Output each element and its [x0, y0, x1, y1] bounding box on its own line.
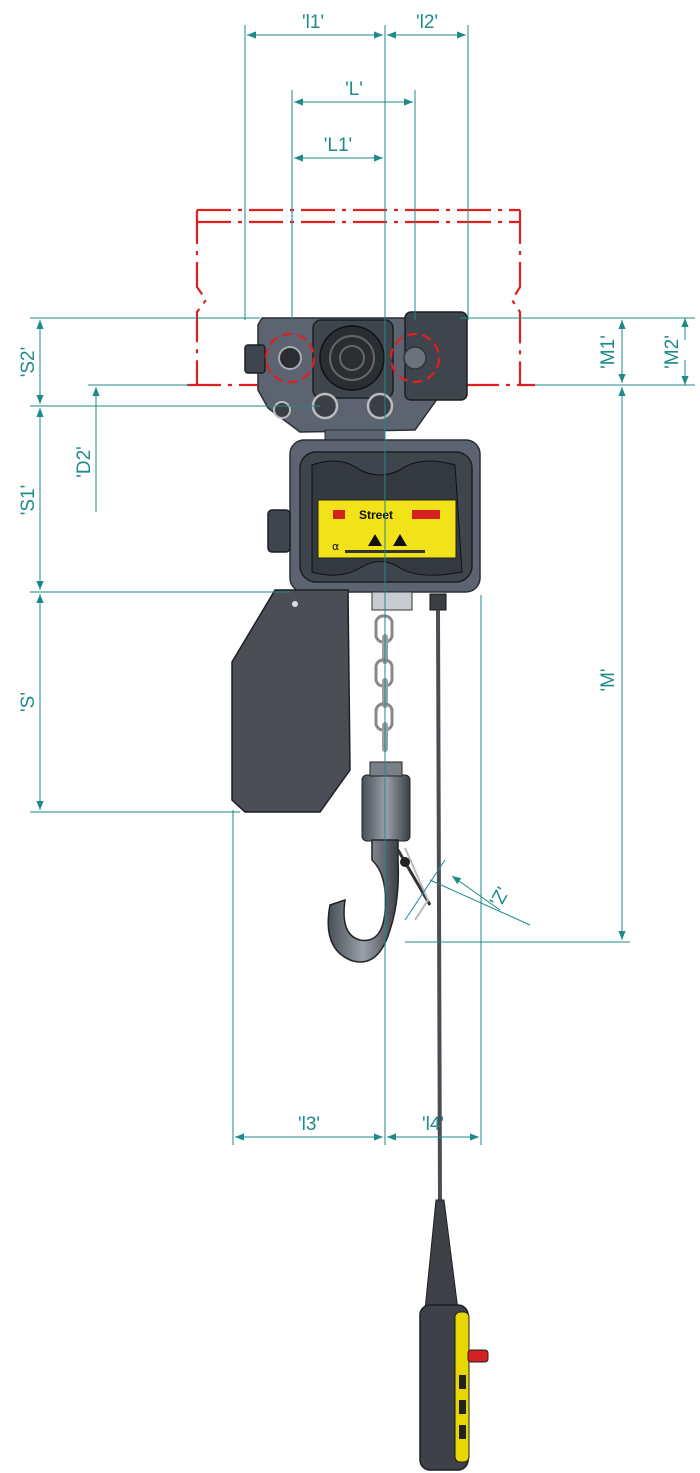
dim-l4: 'l4': [422, 1114, 444, 1135]
pendant-control: [419, 609, 489, 1471]
load-hook: [327, 761, 432, 963]
hoist-body: Street α: [267, 439, 481, 611]
dim-D2: 'D2': [74, 446, 95, 478]
dim-M2: 'M2': [662, 335, 683, 369]
warning-icon: [368, 534, 382, 546]
dim-M: 'M': [598, 668, 619, 691]
dim-Z: 'Z': [486, 884, 514, 911]
load-chain: [374, 614, 394, 752]
dim-L: 'L': [345, 79, 363, 100]
dim-l2: 'l2': [416, 12, 438, 33]
dim-S: 'S': [18, 692, 39, 712]
trolley-motor: [244, 311, 468, 441]
dim-l3: 'l3': [298, 1114, 320, 1135]
dim-l1: 'l1': [302, 12, 324, 33]
dimension-labels: 'l1' 'l2' 'L' 'L1' 'S2' 'D2' 'S1' 'S' 'M…: [18, 12, 683, 1135]
emergency-stop-icon: [467, 1349, 489, 1363]
chain-bag: [231, 589, 351, 813]
dimension-lines: [30, 25, 695, 1145]
dim-S2: 'S2': [18, 347, 39, 378]
dim-S1: 'S1': [18, 485, 39, 516]
brand-label: Street: [359, 508, 393, 522]
warning-icon: [393, 534, 407, 546]
dim-M1: 'M1': [598, 335, 619, 369]
beam-outline: [187, 208, 535, 387]
alpha-symbol: α: [332, 540, 339, 553]
dim-L1: 'L1': [324, 135, 352, 156]
